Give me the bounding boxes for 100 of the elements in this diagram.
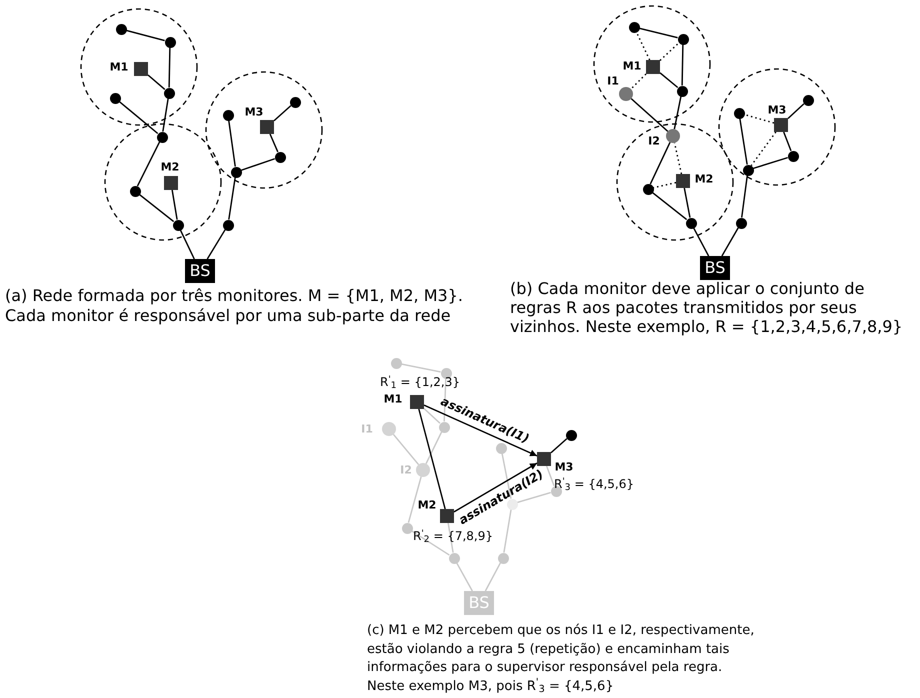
caption: (b) Cada monitor deve aplicar o conjunto de regras R aos pacotes transmitidos por seus vizinhos. Neste exemplo, R = {1,2,3,4,5,6,7,8,9} (510, 279, 904, 336)
node-label: M3 (244, 106, 264, 118)
link-line (484, 562, 502, 592)
sensor-node (802, 94, 814, 106)
rule-set-label: R$^{'}$$_{2}$ = {7,8,9} (412, 530, 494, 542)
sensor-node (742, 164, 754, 176)
monitor-node (440, 509, 454, 523)
link-line (425, 432, 442, 464)
sensor-node (222, 110, 234, 120)
link-line (517, 492, 551, 504)
node-label: M2 (418, 500, 436, 510)
sensor-node (498, 552, 508, 564)
sensor-node (676, 86, 688, 96)
node-label: M3 (768, 104, 786, 116)
sensor-node (390, 358, 402, 368)
link-line (650, 142, 671, 184)
link-line (546, 466, 555, 486)
sensor-node (130, 186, 140, 196)
monitor-node (410, 395, 424, 409)
link-line (269, 134, 278, 152)
sensor-node (230, 166, 242, 178)
link-line (411, 530, 450, 556)
link-line (753, 156, 788, 170)
link-line (168, 47, 171, 88)
sensor-node (438, 422, 450, 432)
node-label: M2 (160, 162, 180, 172)
link-line (138, 194, 174, 222)
node-label: I1 (361, 424, 373, 434)
sensor-node (666, 129, 680, 143)
link-line (206, 229, 226, 260)
sensor-node (566, 430, 576, 440)
sensor-node (274, 152, 286, 162)
base-station-box: BS (700, 256, 730, 280)
sensor-node (788, 150, 798, 162)
link-line (136, 142, 160, 186)
node-label: M1 (110, 62, 128, 72)
link-line (783, 132, 792, 152)
sensor-node (116, 24, 126, 34)
base-station-box: BS (185, 259, 215, 283)
link-line (501, 453, 512, 499)
monitor-node (774, 118, 788, 132)
link-line (148, 74, 166, 90)
link-line (550, 438, 568, 454)
link-line (401, 363, 441, 373)
sensor-node (172, 220, 184, 230)
monitor-node (537, 452, 551, 466)
monitor-node (164, 176, 178, 190)
monitor-node (134, 62, 148, 76)
dotted-link (750, 132, 776, 166)
link-line (739, 118, 748, 165)
link-line (681, 44, 684, 86)
sensor-node (290, 96, 300, 108)
sensor-node (110, 92, 120, 104)
link-line (392, 434, 420, 466)
link-line (228, 177, 236, 220)
sensor-node (402, 522, 412, 534)
sensor-node (628, 22, 640, 32)
sensor-node (156, 132, 168, 142)
node-label: M1 (384, 394, 402, 404)
sensor-node (736, 218, 746, 228)
link-line (228, 120, 236, 167)
link-line (788, 103, 804, 120)
sensor-node (678, 34, 688, 44)
node-label: I2 (400, 464, 412, 476)
sensor-node (619, 87, 633, 101)
dotted-link (744, 114, 774, 124)
link-line (503, 509, 512, 553)
caption: (a) Rede formada por três monitores. M = {M1, M2, M3}. Cada monitor é responsável por uma sub-parte da rede (5, 286, 464, 326)
link-line (741, 175, 748, 218)
link-line (240, 158, 276, 171)
sensor-node (416, 463, 430, 477)
link-line (684, 188, 691, 218)
link-line (660, 72, 678, 88)
link-line (444, 378, 446, 422)
sensor-node (164, 88, 174, 98)
link-line (630, 98, 668, 132)
rule-set-label: R$^{'}$$_{1}$ = {1,2,3} (380, 376, 460, 388)
dotted-link (636, 32, 650, 60)
sensor-node (382, 422, 396, 436)
link-line (171, 190, 178, 220)
sensor-node (686, 218, 696, 228)
dotted-link (630, 74, 646, 90)
link-line (418, 408, 446, 510)
sensor-node (448, 552, 460, 564)
link-line (721, 227, 739, 256)
sensor-node (506, 498, 518, 510)
link-line (639, 28, 678, 38)
link-line (118, 100, 158, 134)
sensor-node (734, 108, 744, 118)
link-line (162, 98, 169, 132)
sensor-node (642, 184, 654, 194)
link-line (652, 192, 688, 220)
link-line (456, 562, 473, 592)
node-label: M3 (554, 462, 574, 472)
node-label: I1 (607, 76, 619, 86)
link-line (180, 230, 195, 260)
link-line (408, 476, 422, 523)
link-line (126, 30, 165, 42)
sensor-node (164, 36, 176, 48)
node-label: M2 (694, 174, 714, 184)
